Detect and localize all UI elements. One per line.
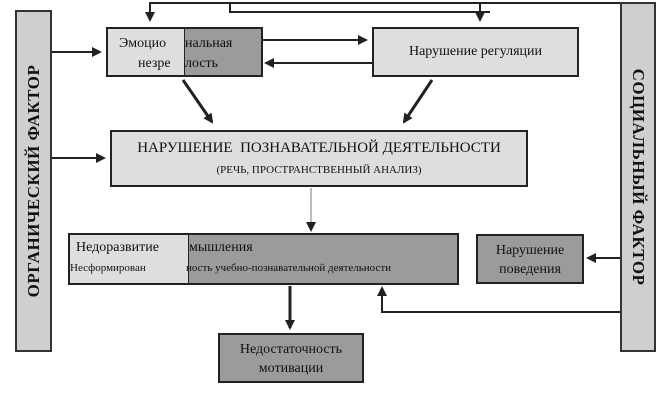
behavior-line1: Нарушение [495, 243, 565, 258]
organic-factor-pillar: ОРГАНИЧЕСКИЙ ФАКТОР [15, 10, 52, 352]
emotional-light-half [108, 29, 185, 75]
emotional-dark-half [185, 29, 261, 75]
motivation-insufficiency-box: Недостаточность мотивации [218, 333, 364, 383]
emotional-text-2b: лость [185, 56, 219, 71]
cognitive-disorder-box: НАРУШЕНИЕ ПОЗНАВАТЕЛЬНОЙ ДЕЯТЕЛЬНОСТИ (Р… [110, 130, 528, 187]
social-factor-pillar: СОЦИАЛЬНЫЙ ФАКТОР [620, 2, 656, 352]
top-connector [145, 2, 620, 22]
top-connector-3 [229, 3, 490, 13]
thinking-light-part [70, 235, 189, 283]
thinking-text-1a: Недоразвитие [76, 240, 159, 255]
arrow-social-thinking [377, 286, 620, 313]
thinking-dark-part [189, 235, 457, 283]
arrow-emotional-cognitive [181, 79, 214, 124]
social-factor-label: СОЦИАЛЬНЫЙ ФАКТОР [629, 68, 648, 286]
organic-factor-label: ОРГАНИЧЕСКИЙ ФАКТОР [23, 64, 43, 298]
arrow-regulation-cognitive [402, 79, 434, 124]
behavior-line2: поведения [499, 262, 561, 277]
emotional-text-1a: Эмоцио [119, 36, 167, 51]
thinking-text-2a: Несформирован [70, 262, 146, 274]
regulation-box: Нарушение регуляции [372, 27, 579, 77]
behavior-disorder-box: Нарушение поведения [476, 234, 584, 284]
thinking-text-2b: ность учебно-познавательной деятельности [186, 262, 392, 274]
thinking-text-1b: мышления [189, 240, 253, 255]
cognitive-subtitle: (РЕЧЬ, ПРОСТРАНСТВЕННЫЙ АНАЛИЗ) [216, 164, 422, 176]
emotional-immaturity-box [106, 27, 263, 77]
motivation-line2: мотивации [258, 361, 324, 376]
thinking-underdevelopment-box [68, 233, 459, 285]
regulation-label: Нарушение регуляции [408, 44, 543, 59]
emotional-text-2a: незре [138, 56, 171, 71]
cognitive-title: НАРУШЕНИЕ ПОЗНАВАТЕЛЬНОЙ ДЕЯТЕЛЬНОСТИ [137, 140, 501, 156]
motivation-line1: Недостаточность [239, 342, 343, 357]
emotional-text-1b: нальная [185, 36, 233, 51]
